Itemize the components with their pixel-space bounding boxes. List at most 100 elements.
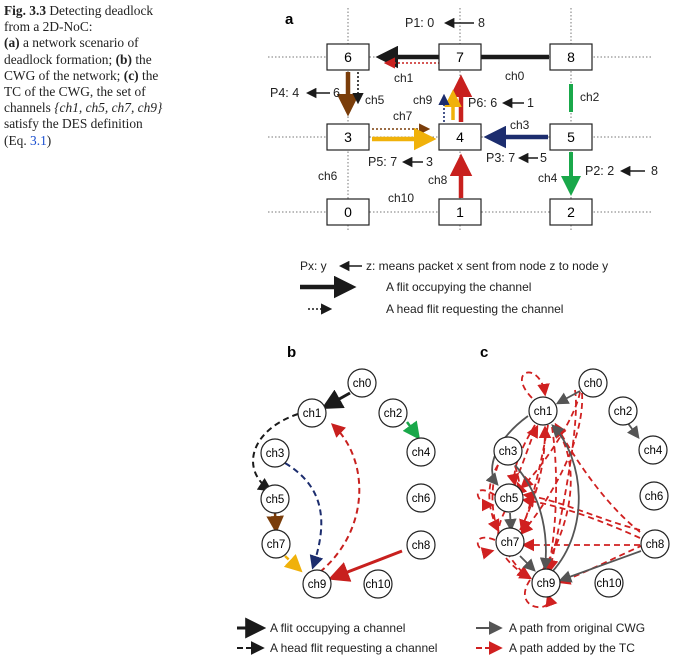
packet-p4-src: 6 xyxy=(333,86,340,100)
packet-p4: P4: 4 xyxy=(270,86,299,100)
svg-text:ch9: ch9 xyxy=(537,578,556,590)
node-7: 7 xyxy=(438,43,482,71)
cwg-node-ch0: ch0 xyxy=(347,368,377,398)
cwg-node-ch8: ch8 xyxy=(406,530,436,560)
caption-line5: CWG of the network; xyxy=(4,67,121,83)
channel-labels: ch1 ch0 ch2 ch5 ch7 ch9 ch3 ch6 ch8 ch4 … xyxy=(318,69,600,205)
caption-line2: from a 2D-NoC: xyxy=(4,19,93,35)
cwg-node-ch2: ch2 xyxy=(378,398,408,428)
caption-line3: a network scenario of xyxy=(22,35,139,51)
svg-text:3: 3 xyxy=(344,129,352,145)
svg-text:ch7: ch7 xyxy=(267,539,286,551)
svg-text:ch8: ch8 xyxy=(412,540,431,552)
panel-b-nodes: ch0 ch1 ch2 ch3 ch4 ch5 ch6 ch7 ch8 ch9 … xyxy=(260,368,436,599)
tc-edge-ch5-self xyxy=(476,489,496,512)
cwg-c-edge-ch5-ch7 xyxy=(504,512,517,532)
packet-p1: P1: 0 xyxy=(405,16,434,30)
svg-text:4: 4 xyxy=(456,129,464,145)
legend-request-label: A head flit requesting the channel xyxy=(386,302,563,316)
cwg-c-edge-ch2-ch4 xyxy=(626,421,640,440)
cwg-edge-ch3-ch9 xyxy=(284,462,324,570)
caption-line5-tail: the xyxy=(142,67,159,83)
legend-packet-notation: Px: y xyxy=(300,259,327,273)
caption-line6: TC of the CWG, the set of xyxy=(4,84,146,100)
label-ch4: ch4 xyxy=(538,171,558,185)
packet-p1-src: 8 xyxy=(478,16,485,30)
tc-edge-ch9-self xyxy=(523,579,558,609)
caption-line4: deadlock formation; xyxy=(4,51,113,67)
node-0: 0 xyxy=(326,198,370,226)
legend-c-original-label: A path from original CWG xyxy=(509,621,645,635)
svg-text:1: 1 xyxy=(456,204,464,220)
legend-b-occupy-label: A flit occupying a channel xyxy=(270,621,405,635)
cwg-node-ch1: ch1 xyxy=(297,398,327,428)
cwg-edge-ch8-ch9 xyxy=(328,549,403,582)
mesh-nodes: 6 7 8 3 4 5 0 1 2 xyxy=(326,43,593,226)
panel-c-label: c xyxy=(480,344,488,361)
label-ch7: ch7 xyxy=(393,109,413,123)
cwg-c-edge-ch7-ch9 xyxy=(519,555,536,572)
svg-text:ch1: ch1 xyxy=(534,406,553,418)
legend-b-request-label: A head flit requesting a channel xyxy=(270,641,437,655)
tc-node-ch4: ch4 xyxy=(638,435,668,465)
caption-line4-tail: the xyxy=(135,51,152,67)
packet-p2: P2: 2 xyxy=(585,164,614,178)
cwg-c-edge-ch0-ch1 xyxy=(555,390,581,405)
svg-text:6: 6 xyxy=(344,49,352,65)
caption-line9-post: ) xyxy=(46,132,52,148)
svg-text:2: 2 xyxy=(567,204,575,220)
cwg-c-edge-ch8-ch9 xyxy=(558,550,642,583)
svg-text:ch3: ch3 xyxy=(266,448,285,460)
cwg-c-edge-ch3-ch9 xyxy=(514,464,553,571)
svg-text:ch2: ch2 xyxy=(614,406,633,418)
packet-p6-src: 1 xyxy=(527,96,534,110)
packet-p3: P3: 7 xyxy=(486,151,515,165)
caption-channel-set: {ch1, ch5, ch7, ch9} xyxy=(54,100,163,116)
cwg-node-ch5: ch5 xyxy=(260,484,290,514)
svg-text:ch8: ch8 xyxy=(646,539,665,551)
cwg-edge-ch0-ch1 xyxy=(321,389,351,410)
tc-edge-ch1-self xyxy=(520,371,550,399)
cwg-node-ch9: ch9 xyxy=(302,569,332,599)
tc-node-ch5: ch5 xyxy=(494,483,524,513)
svg-text:7: 7 xyxy=(456,49,464,65)
tc-node-ch10: ch10 xyxy=(594,568,624,598)
legend-occupy-label: A flit occupying the channel xyxy=(386,280,531,294)
packet-labels: P1: 0 8 P4: 4 6 P6: 6 1 P5: 7 3 P3: 7 5 … xyxy=(270,16,658,178)
cwg-node-ch6: ch6 xyxy=(406,483,436,513)
label-ch2: ch2 xyxy=(580,90,600,104)
panel-c: c xyxy=(476,344,670,609)
node-3: 3 xyxy=(326,123,370,151)
svg-text:5: 5 xyxy=(567,129,575,145)
svg-text:ch6: ch6 xyxy=(645,491,664,503)
cwg-node-ch10: ch10 xyxy=(363,569,393,599)
tc-node-ch2: ch2 xyxy=(608,396,638,426)
svg-text:ch10: ch10 xyxy=(597,578,622,590)
cwg-c-edge-ch9-ch1 xyxy=(551,424,580,573)
caption-part-c: (c) xyxy=(123,67,139,83)
label-ch6: ch6 xyxy=(318,169,338,183)
caption-part-b: (b) xyxy=(115,51,132,67)
panel-a: a xyxy=(268,8,658,316)
label-ch8: ch8 xyxy=(428,173,448,187)
packet-p5: P5: 7 xyxy=(368,155,397,169)
equation-ref-link[interactable]: 3.1 xyxy=(30,132,47,148)
tc-node-ch8: ch8 xyxy=(640,529,670,559)
svg-text:ch7: ch7 xyxy=(501,537,520,549)
svg-text:ch3: ch3 xyxy=(499,446,518,458)
node-1: 1 xyxy=(438,198,482,226)
label-ch9: ch9 xyxy=(413,93,433,107)
packet-p2-src: 8 xyxy=(651,164,658,178)
svg-text:ch0: ch0 xyxy=(353,378,372,390)
svg-text:ch6: ch6 xyxy=(412,493,431,505)
svg-text:ch9: ch9 xyxy=(308,579,327,591)
svg-text:8: 8 xyxy=(567,49,575,65)
label-ch1: ch1 xyxy=(394,71,414,85)
svg-text:ch10: ch10 xyxy=(366,579,391,591)
tc-node-ch6: ch6 xyxy=(639,481,669,511)
caption-line1: Detecting deadlock xyxy=(49,3,154,18)
label-ch5: ch5 xyxy=(365,93,385,107)
cwg-node-ch3: ch3 xyxy=(260,438,290,468)
tc-node-ch3: ch3 xyxy=(493,436,523,466)
